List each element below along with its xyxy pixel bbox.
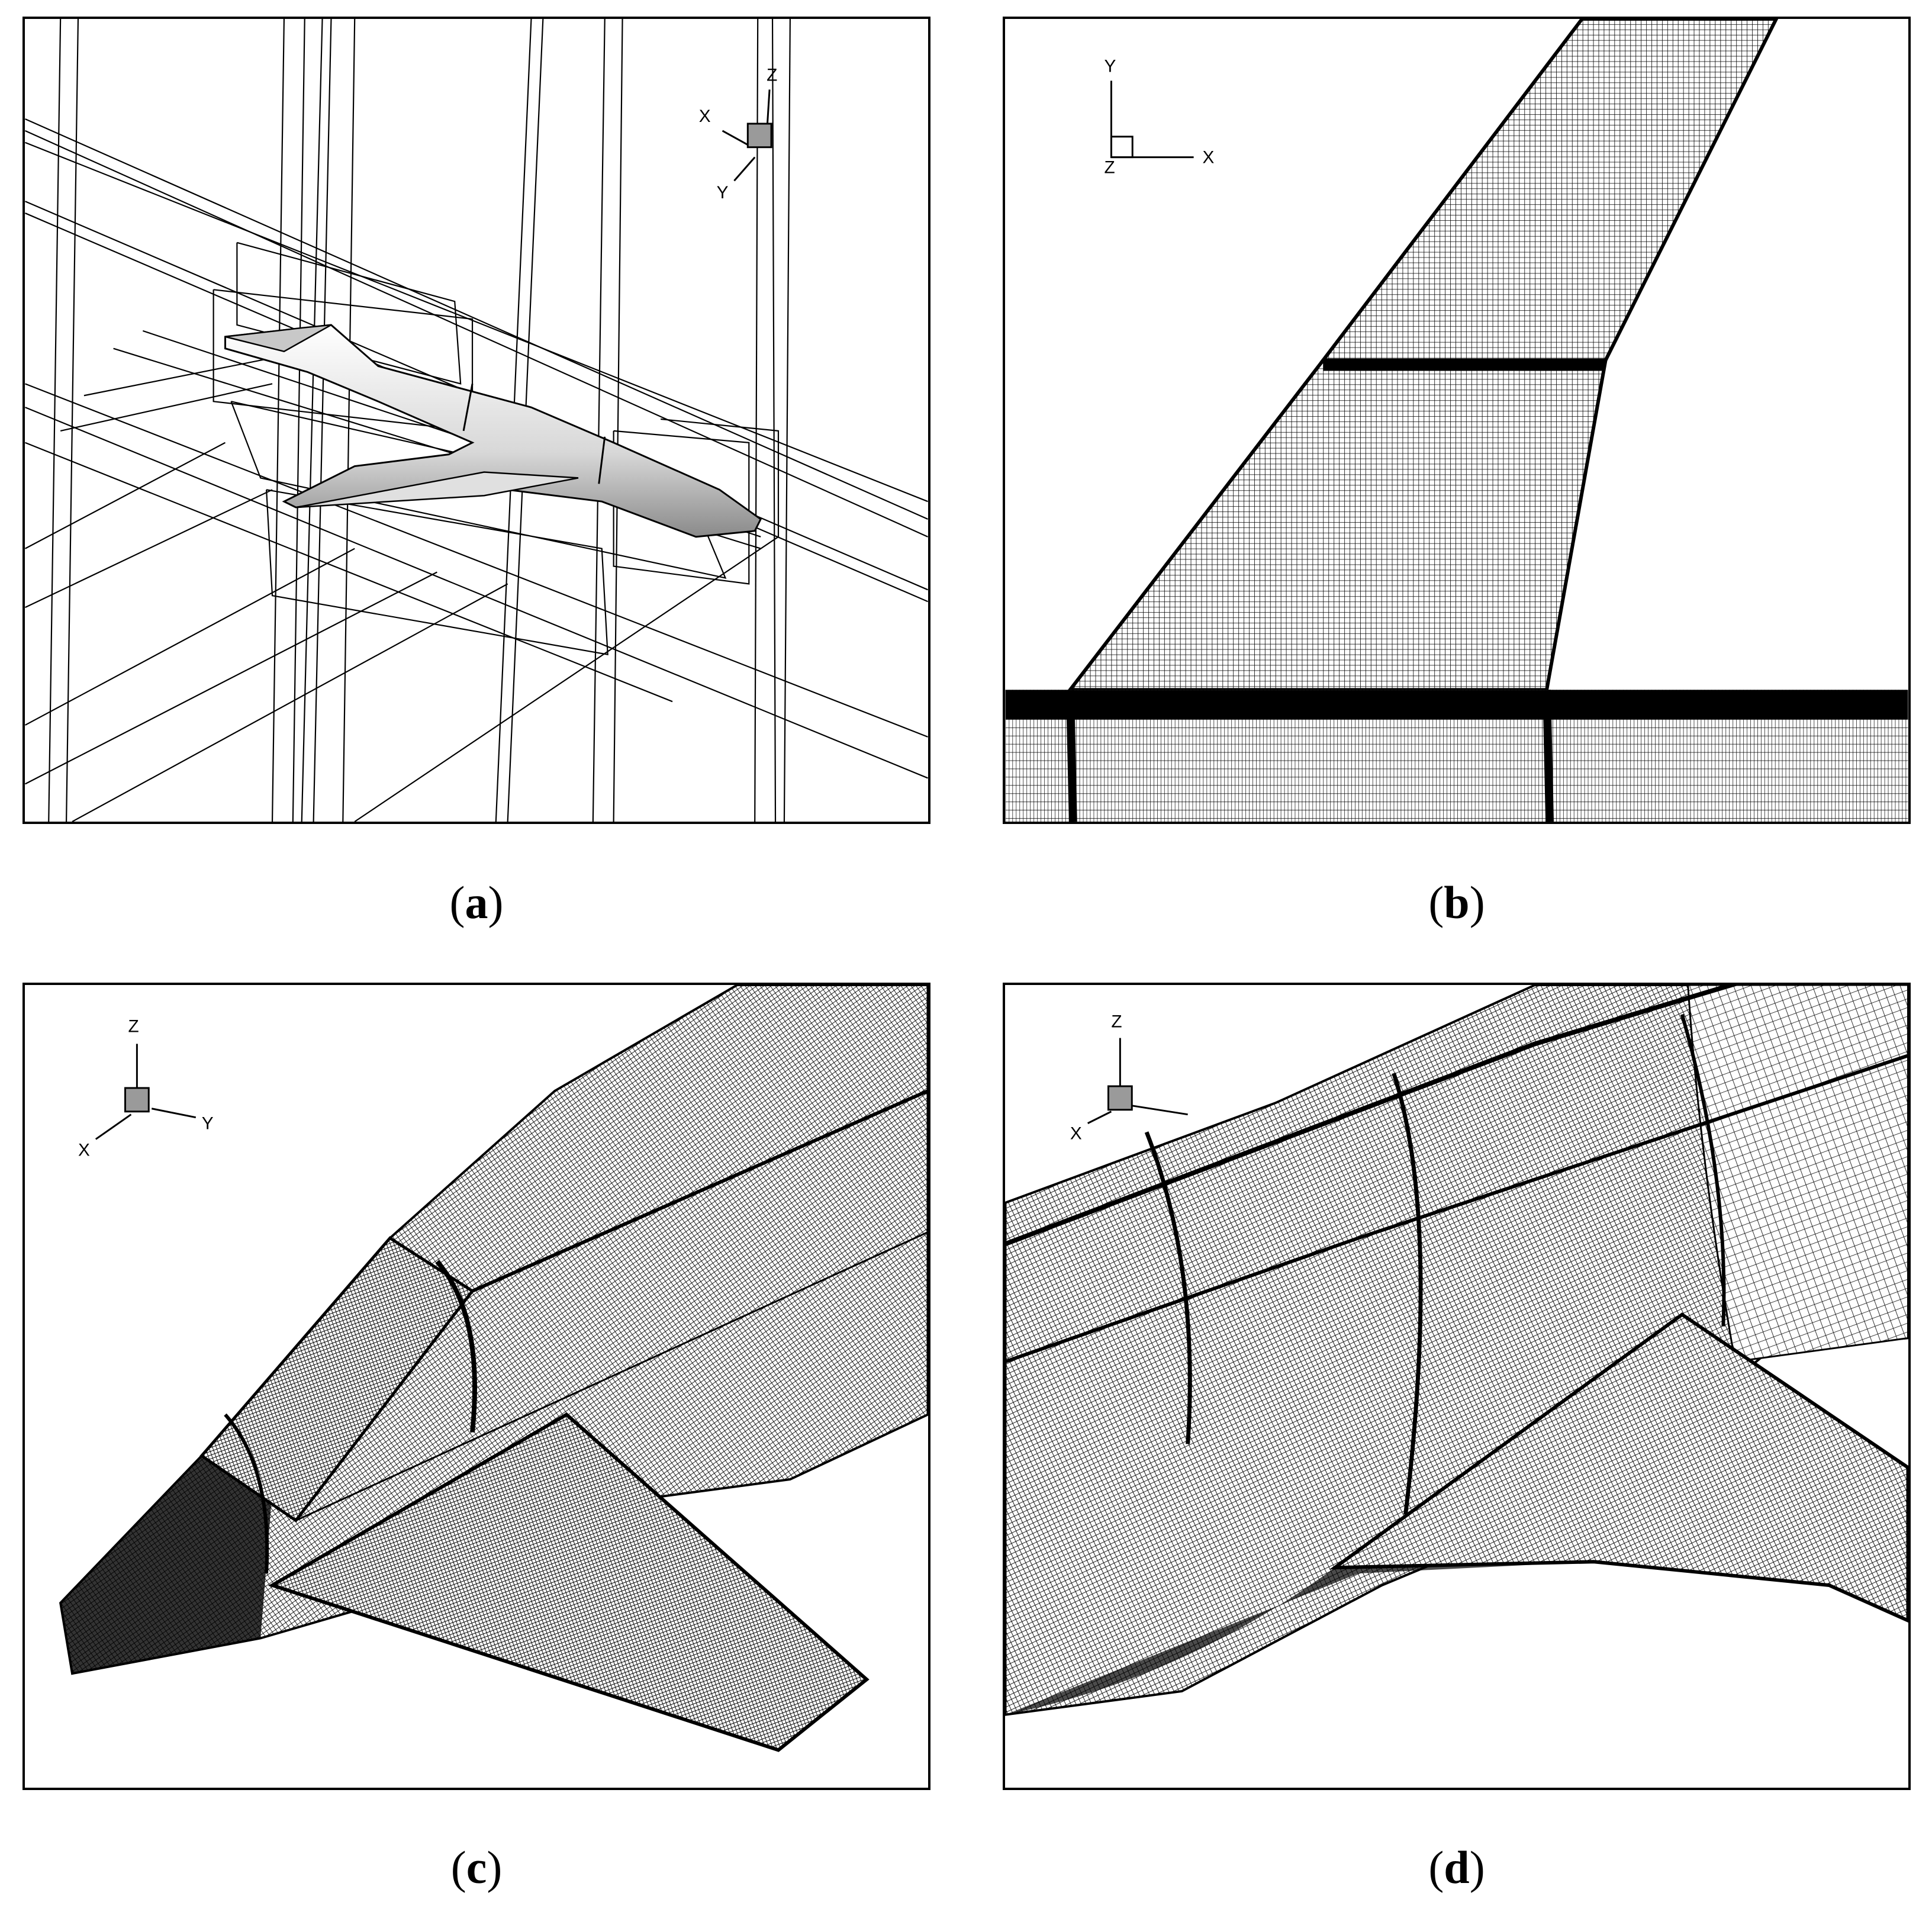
caption-a: (a) — [449, 877, 504, 928]
axis-label-z: Z — [1111, 1012, 1122, 1032]
axis-cube-icon — [1087, 1038, 1188, 1124]
panel-d-wing-fuselage-junction-mesh: Z X — [1003, 983, 1911, 1790]
axis-cube-icon — [722, 89, 772, 182]
aircraft-surface — [224, 324, 762, 538]
panel-b-wing-planform-mesh: Y X Z — [1003, 17, 1911, 824]
caption-d: (d) — [1428, 1842, 1485, 1893]
axis-label-z: Z — [128, 1017, 139, 1037]
axis-label-x: X — [1203, 148, 1215, 168]
axis-cube-icon — [95, 1044, 197, 1140]
axis-label-y: Y — [202, 1114, 214, 1134]
caption-b: (b) — [1428, 877, 1485, 928]
junction-mesh-drawing: Z X — [1005, 985, 1908, 1716]
axis-triad-icon — [1110, 81, 1194, 159]
axis-label-x: X — [78, 1140, 90, 1160]
axis-label-z: Z — [767, 65, 777, 85]
axis-label-x: X — [1070, 1124, 1082, 1143]
wing-mesh-drawing: Y X Z — [1005, 19, 1908, 822]
caption-c: (c) — [450, 1842, 503, 1893]
outer-wing-mesh — [1319, 19, 1779, 362]
block-wireframe-drawing: X Y Z — [25, 19, 928, 822]
inner-wing-mesh — [1066, 358, 1608, 692]
wing-surface — [268, 1412, 870, 1752]
axis-label-x: X — [699, 107, 711, 126]
wing-surface — [1329, 1312, 1908, 1623]
axis-label-y: Y — [1105, 56, 1116, 76]
panel-a-block-topology: X Y Z — [22, 17, 930, 824]
panel-c-forward-fuselage-mesh: Z X Y — [22, 983, 930, 1790]
axis-label-y: Y — [717, 183, 729, 202]
axis-label-z: Z — [1105, 157, 1115, 177]
fuselage-wing-mesh-drawing: Z X Y — [59, 985, 928, 1752]
